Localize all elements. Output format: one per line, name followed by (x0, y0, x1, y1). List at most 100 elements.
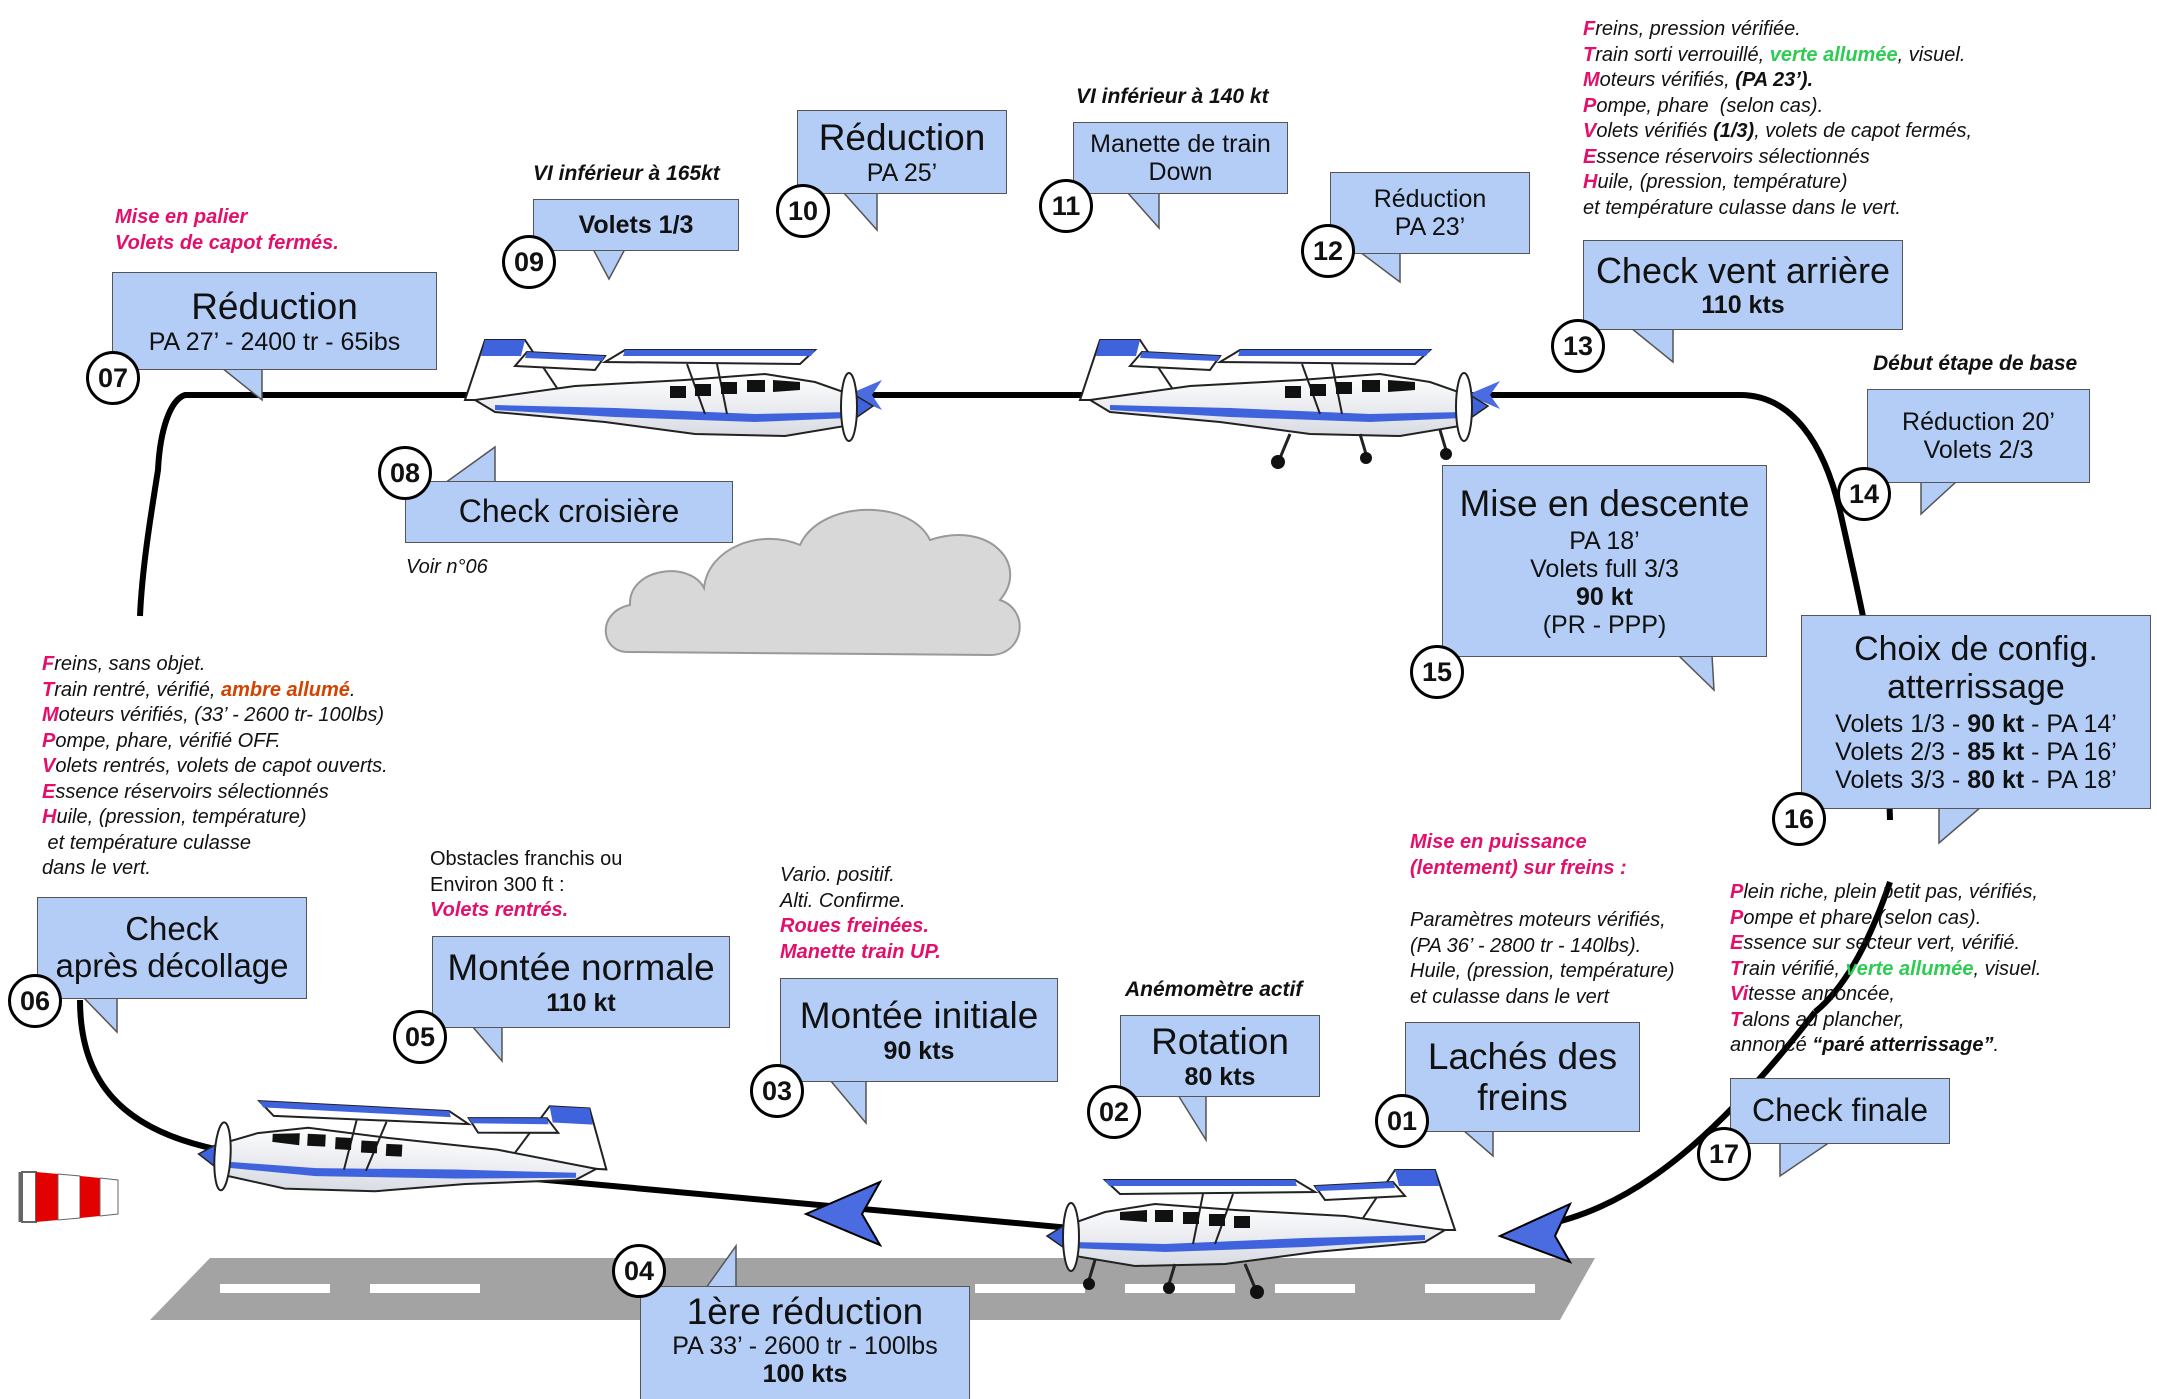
checklist-text: olets vérifiés (1596, 120, 1714, 142)
note-line: Alti. Confirme. (780, 889, 906, 912)
checklist-text: oteurs vérifiés, (1599, 69, 1736, 91)
step-detail: PA 27’ - 2400 tr - 65ibs (148, 327, 401, 356)
checklist-line: Essence réservoirs sélectionnés (1583, 145, 1972, 171)
checklist-text: alons au plancher, (1742, 1008, 1905, 1031)
step-speed: 90 kt (1576, 582, 1633, 611)
callout-phrase: “paré atterrissage” (1812, 1034, 1994, 1056)
checklist-initial: P (1730, 906, 1744, 929)
checklist-initial: F (42, 653, 55, 675)
checklist-initial: T (1730, 1008, 1743, 1031)
callout-17: Check finale (1730, 1078, 1950, 1178)
checklist-line: et température culasse dans le vert. (1583, 196, 1901, 219)
checklist-text: reins, sans objet. (54, 653, 206, 675)
step-number-08: 08 (378, 446, 432, 500)
step-detail: PA 25’ (866, 158, 938, 187)
checklist-initial: M (1583, 69, 1600, 91)
checklist-text: uile, (pression, température) (1597, 171, 1848, 193)
config-flaps: Volets 3/3 - (1835, 766, 1968, 795)
step-detail: Volets 2/3 (1923, 436, 2034, 464)
callout-03: Montée initiale 90 kts (780, 978, 1058, 1126)
step-number-16: 16 (1772, 792, 1826, 846)
note-line: Huile, (pression, température) (1410, 960, 1675, 982)
checklist-text: oteurs vérifiés, (33’ - 2600 tr- 100lbs) (58, 704, 385, 726)
header-base: Début étape de base (1873, 352, 2078, 375)
config-pa: - PA 14’ (2024, 710, 2117, 739)
callout-11: Manette de train Down (1073, 122, 1288, 230)
checklist-initial: V (1583, 120, 1597, 142)
config-row: Volets 1/3 - 90 kt - PA 14’ (1835, 710, 2117, 738)
config-speed: 90 kt (1967, 710, 2025, 739)
checklist-text: rain rentré, vérifié, (54, 678, 221, 701)
checklist-text: . (1993, 1034, 2000, 1056)
checklist-line: Essence réservoirs sélectionnés (42, 780, 388, 806)
step-detail: Down (1148, 158, 1213, 186)
checklist-initial: E (1730, 932, 1744, 954)
checklist-initial: H (42, 806, 57, 828)
note-params: Paramètres moteurs vérifiés, (PA 36’ - 2… (1410, 908, 1675, 1010)
step-speed: 110 kt (546, 988, 616, 1017)
step-title: Choix de config. (1854, 629, 2098, 668)
checklist-initial: F (1583, 18, 1596, 40)
config-pa: - PA 16’ (2024, 738, 2117, 767)
note-obstacles: Obstacles franchis ou Environ 300 ft : V… (430, 847, 622, 924)
callout-01: Lachés des freins (1405, 1022, 1640, 1158)
checklist-text: olets rentrés, volets de capot ouverts. (55, 755, 388, 777)
note-line: Vario. positif. (780, 864, 895, 886)
checklist-initial: E (1583, 145, 1597, 168)
step-number-13: 13 (1551, 319, 1605, 373)
checklist-line: Volets rentrés, volets de capot ouverts. (42, 754, 388, 780)
checklist-text: , visuel. (1897, 43, 1966, 66)
config-speed: 80 kt (1967, 766, 2025, 795)
config-speed: 85 kt (1967, 738, 2025, 767)
callout-13: Check vent arrière 110 kts (1583, 240, 1903, 364)
checklist-line: Huile, (pression, température) (1583, 170, 1972, 196)
step-detail: Volets full 3/3 (1530, 554, 1679, 583)
direction-arrow (803, 1179, 883, 1248)
checklist-line: Volets vérifiés (1/3), volets de capot f… (1583, 119, 1972, 145)
step-speed: 110 kts (1701, 291, 1785, 320)
step-number-17: 17 (1697, 1127, 1751, 1181)
note-palier: Mise en palier Volets de capot fermés. (115, 205, 339, 256)
callout-15: Mise en descente PA 18’ Volets full 3/3 … (1442, 465, 1767, 692)
step-detail: PA 23’ (1394, 213, 1466, 241)
callout-09: Volets 1/3 (533, 199, 739, 281)
step-number-02: 02 (1087, 1085, 1141, 1139)
note-line: Paramètres moteurs vérifiés, (1410, 909, 1666, 931)
checklist-text: , visuel. (1973, 957, 2042, 980)
config-row: Volets 2/3 - 85 kt - PA 16’ (1835, 738, 2117, 766)
checklist-initial: T (1583, 43, 1596, 66)
checklist-line: Freins, pression vérifiée. (1583, 17, 1972, 43)
note-line: Mise en palier (115, 206, 248, 228)
note-vario: Vario. positif. Alti. Confirme. Roues fr… (780, 863, 941, 965)
checklist-line: Freins, sans objet. (42, 652, 388, 678)
checklist-text: ssence réservoirs sélectionnés (1596, 145, 1870, 168)
step-title: Check (125, 910, 219, 948)
callout-16: Choix de config. atterrissage Volets 1/3… (1801, 615, 2151, 845)
checklist-after-takeoff: Freins, sans objet. Train rentré, vérifi… (42, 652, 388, 882)
aircraft-climb (195, 1087, 611, 1212)
checklist-text: reins, pression vérifiée. (1595, 18, 1801, 40)
note-puissance: Mise en puissance (lentement) sur freins… (1410, 830, 1627, 881)
checklist-line: Plein riche, plein petit pas, vérifiés, (1730, 880, 2041, 906)
step-number-10: 10 (776, 184, 830, 238)
checklist-line: Moteurs vérifiés, (PA 23’). (1583, 68, 1972, 94)
note-line: (lentement) sur freins : (1410, 856, 1627, 879)
callout-06: Check après décollage (37, 897, 307, 1034)
step-speed: 100 kts (762, 1360, 848, 1389)
checklist-line: Pompe, phare (selon cas). (1583, 94, 1972, 120)
checklist-text: lein riche, plein petit pas, vérifiés, (1743, 881, 2038, 903)
note-line: (PA 36’ - 2800 tr - 140lbs). (1410, 934, 1642, 957)
step-number-11: 11 (1039, 179, 1093, 233)
step-number-01: 01 (1375, 1094, 1429, 1148)
checklist-text: ssence sur secteur vert, vérifié. (1743, 932, 2021, 954)
checklist-line: Moteurs vérifiés, (33’ - 2600 tr- 100lbs… (42, 703, 388, 729)
step-number-04: 04 (612, 1244, 666, 1298)
checklist-final: Plein riche, plein petit pas, vérifiés, … (1730, 880, 2041, 1059)
checklist-initial: P (1583, 94, 1597, 117)
step-title: 1ère réduction (686, 1291, 924, 1332)
checklist-initial: P (1730, 881, 1744, 903)
checklist-initial: Vi (1730, 983, 1749, 1005)
direction-arrow (1467, 381, 1500, 409)
checklist-text: rain vérifié, (1742, 957, 1846, 980)
final-leg (1813, 881, 1893, 1015)
